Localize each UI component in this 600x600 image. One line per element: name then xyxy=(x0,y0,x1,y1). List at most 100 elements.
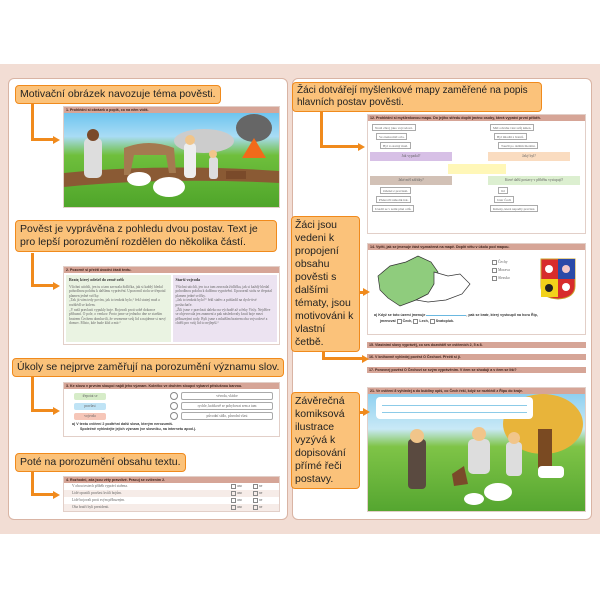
answer-blank[interactable] xyxy=(426,315,467,316)
mind-map-node: Kmeny, které napadly pravlast. xyxy=(490,205,539,212)
mind-map-node: Měl odvahu vést svůj kmen. xyxy=(490,124,535,131)
checkbox[interactable] xyxy=(429,318,435,324)
paragraph: „Žili jsme v pravlasti daleko na východě… xyxy=(175,307,271,326)
illustration-scene-icon xyxy=(64,114,279,197)
checkbox[interactable] xyxy=(396,318,402,324)
column-heading: Bratr, který odešel do země orlů xyxy=(69,277,124,282)
option-label: Svatopluk. xyxy=(435,319,454,323)
exercise-17: 17. Porovnej pověst O Čechovi se svým vy… xyxy=(367,367,586,373)
mind-map-branch: Jaký byl? xyxy=(488,152,570,161)
mind-map-node: Usadil se v zemi plné orlů. xyxy=(372,205,415,212)
no-label: ne xyxy=(259,491,263,495)
sentence-text: , pak se bratr, který vystoupil na horu … xyxy=(466,313,538,317)
mind-map-node: Toužil po dalším hledání. xyxy=(498,142,539,149)
yes-label: ano xyxy=(237,498,243,502)
mind-map-branch: Které další postavy v příběhu vystupují? xyxy=(488,176,580,185)
paragraph: „Tak já vám tedy povím, jak to tenkrát b… xyxy=(69,298,160,307)
callout-mind-maps: Žáci dotvářejí myšlenkové mapy zaměřené … xyxy=(292,82,542,112)
arrow-icon xyxy=(320,109,365,151)
no-checkbox[interactable] xyxy=(253,490,258,496)
no-label: ne xyxy=(259,484,263,488)
yes-checkbox[interactable] xyxy=(231,504,236,510)
comic-characters-icon xyxy=(408,394,583,505)
mind-map-node: Byl mladší z bratrů. xyxy=(494,133,527,140)
czech-coat-of-arms-icon xyxy=(540,258,576,300)
exercise-12-mind-map: 12. Prohlédni si myšlenkovou mapu. Do je… xyxy=(367,114,586,234)
paragraph: „V naší pravlasti vypukly boje. Bojovali… xyxy=(69,307,166,326)
arrow-icon xyxy=(31,103,60,144)
yes-checkbox[interactable] xyxy=(231,483,236,489)
meaning-box: původní sídlo, původní vlast xyxy=(181,412,273,420)
option-label: Čech, xyxy=(402,319,413,323)
yes-label: ano xyxy=(237,484,243,488)
no-checkbox[interactable] xyxy=(253,504,258,510)
paragraph: Všichni utichli, jen tu a tam zavrzala ž… xyxy=(175,284,273,298)
exercise-4: 4. Rozhodni, zda jsou věty pravdivé. Pra… xyxy=(63,476,280,512)
statement-text: Oba bratři byli prezidenti. xyxy=(72,505,110,509)
arrow-icon xyxy=(360,408,370,416)
exercise-1: 1. Prohlédni si obrázek a popiš, co na n… xyxy=(63,106,280,208)
statement-row: Lidé bojovali proti svým příbuzným. ano … xyxy=(64,497,279,504)
mind-map-node: Nosil zbroj jako vojvodové. xyxy=(372,124,416,131)
meaning-box: vévoda, vládce xyxy=(181,392,273,400)
exercise-2: 2. Pozorně si přečti úvodní části textu.… xyxy=(63,266,280,345)
task-note: a) V textu cvičení 2 podtrhni další slov… xyxy=(72,422,174,426)
exercise-title: 14. Vyčti, jak se jmenuje část vyznačená… xyxy=(368,244,585,250)
mind-map-branch: Jaké měl zážitky? xyxy=(370,176,452,185)
color-circle[interactable] xyxy=(170,392,178,400)
sentence-text: a) Když se toto území jmenuje xyxy=(374,313,426,317)
exercise-15: 15. Vlastními slovy vyprávěj, co ses doz… xyxy=(367,342,586,348)
exercise-title: 4. Rozhodni, zda jsou věty pravdivé. Pra… xyxy=(64,477,279,483)
statement-row: V obou textech příběh vypráví stařena. a… xyxy=(64,483,279,490)
exercise-title: 2. Pozorně si přečti úvodní části textu. xyxy=(64,267,279,273)
checkbox[interactable] xyxy=(492,259,497,265)
meaning-box: rychle, krátkově se pohybovat sem a tam xyxy=(181,402,273,410)
mind-map-node: Byl to statný muž. xyxy=(380,142,411,149)
callout-word-meaning: Úkoly se nejprve zaměřují na porozumění … xyxy=(12,358,285,377)
exercise-21-comic: 21. Ve cvičení 8 vyhledej a do bubliny o… xyxy=(367,387,586,512)
checkbox[interactable] xyxy=(413,318,419,324)
exercise-title: 3. Ke slovu v prvním sloupci najdi jeho … xyxy=(64,383,279,389)
option-label: Čechy xyxy=(498,260,508,264)
checkbox[interactable] xyxy=(492,275,497,281)
statement-text: V obou textech příběh vypráví stařena. xyxy=(72,484,128,488)
sentence-text: jmenoval xyxy=(380,319,396,323)
color-circle[interactable] xyxy=(170,402,178,410)
arrow-icon xyxy=(31,471,60,499)
yes-checkbox[interactable] xyxy=(231,490,236,496)
text-column-brother: Bratr, který odešel do země orlů Všichni… xyxy=(66,275,171,342)
arrow-icon xyxy=(31,253,60,290)
yes-label: ano xyxy=(237,505,243,509)
arrow-icon xyxy=(31,376,60,415)
paragraph: Všichni utichli, jen tu a tam zavrzala ž… xyxy=(69,284,166,298)
mind-map-node: bratr Čech xyxy=(494,196,515,203)
word-chip: vojvoda xyxy=(74,412,106,420)
checkbox[interactable] xyxy=(492,267,497,273)
exercise-14-map: 14. Vyčti, jak se jmenuje část vyznačená… xyxy=(367,243,586,335)
speech-bubble-input[interactable] xyxy=(376,397,533,419)
no-checkbox[interactable] xyxy=(253,483,258,489)
color-circle[interactable] xyxy=(170,412,178,420)
exercise-3: 3. Ke slovu v prvním sloupci najdi jeho … xyxy=(63,382,280,437)
yes-checkbox[interactable] xyxy=(231,497,236,503)
word-chip: třepotat se xyxy=(74,392,106,400)
illustration-comic-scene xyxy=(368,394,585,511)
arrow-icon xyxy=(360,288,370,296)
mind-map-node: Ve znaku měl orla. xyxy=(376,133,408,140)
column-heading: Starší vojvoda xyxy=(175,277,201,282)
center-name-input[interactable] xyxy=(448,164,506,174)
callout-content-understanding: Poté na porozumění obsahu textu. xyxy=(15,453,186,472)
illustration-people-leaving xyxy=(64,113,279,207)
no-label: ne xyxy=(259,505,263,509)
callout-two-perspectives: Pověst je vyprávěna z pohledu dvou posta… xyxy=(15,220,277,252)
word-chip: pravlast xyxy=(74,402,106,410)
exercise-16: 16. V knihovně vyhledej pověst O Čechovi… xyxy=(367,354,586,360)
exercise-title: 21. Ve cvičení 8 vyhledej a do bubliny o… xyxy=(368,388,585,394)
mind-map-node: Překročil několik řek. xyxy=(376,196,412,203)
exercise-title: 12. Prohlédni si myšlenkovou mapu. Do je… xyxy=(368,115,585,121)
statement-text: Lidé opustili pravlast kvůli bojům. xyxy=(72,491,122,495)
task-note: Společně vyhledejte jejich význam (ve sl… xyxy=(80,427,197,431)
no-checkbox[interactable] xyxy=(253,497,258,503)
mind-map-node: Odešel z pravlasti. xyxy=(380,187,412,194)
yes-label: ano xyxy=(237,491,243,495)
